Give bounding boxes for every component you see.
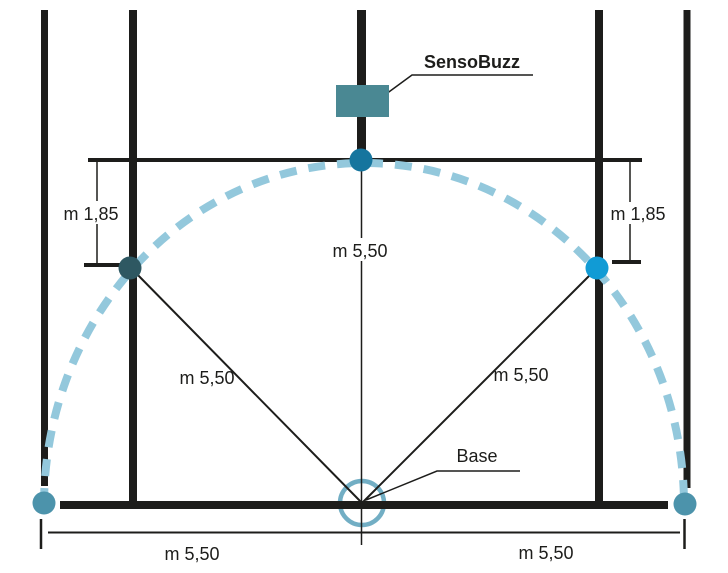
radius-line-right	[361, 267, 598, 504]
right-radius-label: m 5,50	[493, 365, 548, 385]
label-backing-right-drop	[609, 202, 668, 224]
base-label: Base	[456, 446, 497, 466]
sensor-label: SensoBuzz	[424, 52, 520, 72]
label-backing-center-radius	[330, 238, 392, 261]
base-leader-line	[365, 470, 520, 501]
ground-dot-right	[673, 492, 697, 516]
label-backing-left-drop	[62, 201, 120, 224]
center-radius-label: m 5,50	[332, 241, 387, 261]
sensor-device-box	[336, 85, 389, 117]
right-drop-label: m 1,85	[610, 204, 665, 224]
detection-range-arc	[40, 159, 688, 506]
sensor-leader-line	[381, 74, 533, 98]
mount-dot-left	[118, 256, 142, 280]
radius-line-left	[130, 267, 363, 504]
span-right-label: m 5,50	[518, 543, 573, 563]
ground-dot-left	[32, 491, 56, 515]
span-left-label: m 5,50	[164, 544, 219, 564]
left-drop-label: m 1,85	[63, 204, 118, 224]
left-radius-label: m 5,50	[179, 368, 234, 388]
mount-dot-right	[585, 256, 609, 280]
mount-dot-top	[349, 148, 373, 172]
